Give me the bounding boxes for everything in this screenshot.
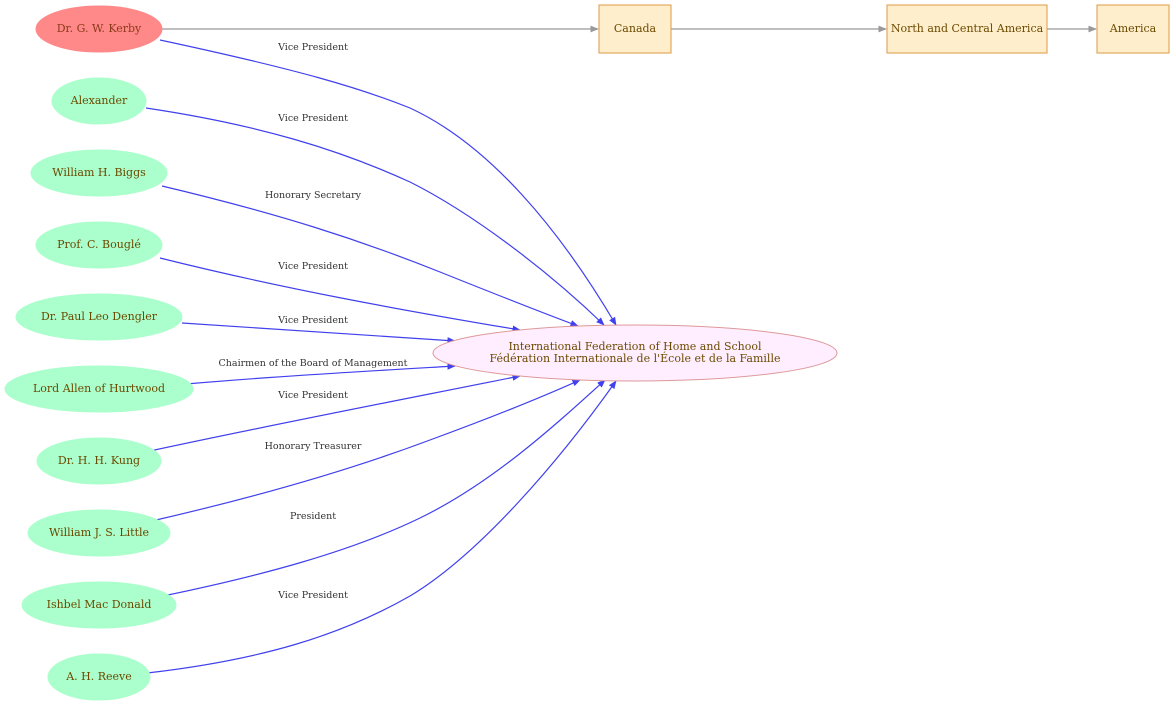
node-label: Dr. H. H. Kung — [58, 454, 140, 467]
person-node-macdonald[interactable]: Ishbel Mac Donald — [21, 581, 177, 629]
edge-macdonald-org — [162, 379, 606, 597]
node-shape — [35, 221, 163, 269]
person-node-bougle[interactable]: Prof. C. Bouglé — [35, 221, 163, 269]
edge-reeve-org — [146, 380, 617, 674]
edge-label-allen: Chairmen of the Board of Management — [219, 358, 408, 369]
edge-labels: Vice President Vice President Honorary S… — [219, 42, 408, 601]
node-label: Ishbel Mac Donald — [47, 598, 152, 611]
node-shape — [432, 324, 838, 382]
organization-node[interactable]: International Federation of Home and Sch… — [432, 324, 838, 382]
node-shape — [36, 437, 162, 485]
edge-label-alexander: Vice President — [277, 113, 348, 124]
node-shape — [1096, 4, 1170, 54]
node-shape — [51, 77, 147, 125]
edges-people-to-org — [145, 39, 617, 674]
person-node-reeve[interactable]: A. H. Reeve — [47, 653, 151, 701]
edge-label-biggs: Honorary Secretary — [265, 190, 362, 201]
org-name-french: Fédération Internationale de l'École et … — [490, 351, 781, 365]
edge-label-reeve: Vice President — [277, 590, 348, 601]
node-shape — [35, 5, 163, 53]
person-nodes: Dr. G. W. Kerby Alexander William H. Big… — [4, 5, 194, 701]
node-label: A. H. Reeve — [65, 670, 132, 683]
edge-label-little: Honorary Treasurer — [265, 441, 362, 452]
edge-label-kung: Vice President — [277, 390, 348, 401]
node-label: Dr. G. W. Kerby — [57, 22, 142, 35]
person-node-allen[interactable]: Lord Allen of Hurtwood — [4, 365, 194, 413]
edge-bougle-org — [159, 257, 521, 333]
node-label: North and Central America — [891, 22, 1044, 35]
person-node-alexander[interactable]: Alexander — [51, 77, 147, 125]
node-shape — [4, 365, 194, 413]
node-label: Canada — [614, 22, 657, 35]
location-nodes: Canada North and Central America America — [598, 4, 1170, 54]
edge-label-bougle: Vice President — [277, 261, 348, 272]
node-shape — [47, 653, 151, 701]
edge-dengler-org — [181, 322, 456, 344]
node-shape — [21, 581, 177, 629]
edge-label-dengler: Vice President — [277, 315, 348, 326]
edge-label-kerby: Vice President — [277, 42, 348, 53]
location-node-america[interactable]: America — [1096, 4, 1170, 54]
edge-label-macdonald: President — [290, 511, 336, 522]
node-label: Dr. Paul Leo Dengler — [41, 310, 158, 323]
node-label: Prof. C. Bouglé — [57, 238, 141, 251]
person-node-kung[interactable]: Dr. H. H. Kung — [36, 437, 162, 485]
edge-kerby-org — [159, 39, 617, 326]
node-shape — [886, 4, 1048, 54]
node-label: America — [1109, 22, 1157, 35]
node-label: Lord Allen of Hurtwood — [33, 382, 165, 395]
person-node-kerby[interactable]: Dr. G. W. Kerby — [35, 5, 163, 53]
node-shape — [15, 293, 183, 341]
edge-allen-org — [185, 363, 456, 385]
node-shape — [30, 149, 168, 197]
node-label: William J. S. Little — [49, 526, 149, 539]
edge-biggs-org — [161, 185, 579, 327]
node-shape — [27, 509, 171, 557]
org-name-english: International Federation of Home and Sch… — [508, 340, 762, 353]
person-node-dengler[interactable]: Dr. Paul Leo Dengler — [15, 293, 183, 341]
person-node-little[interactable]: William J. S. Little — [27, 509, 171, 557]
edge-alexander-org — [145, 107, 605, 326]
node-shape — [598, 4, 672, 54]
node-label: Alexander — [70, 94, 128, 107]
node-label: William H. Biggs — [52, 166, 146, 179]
edge-little-org — [155, 379, 581, 521]
location-node-north-central-america[interactable]: North and Central America — [886, 4, 1048, 54]
edge-kung-org — [149, 374, 521, 452]
location-node-canada[interactable]: Canada — [598, 4, 672, 54]
person-node-biggs[interactable]: William H. Biggs — [30, 149, 168, 197]
